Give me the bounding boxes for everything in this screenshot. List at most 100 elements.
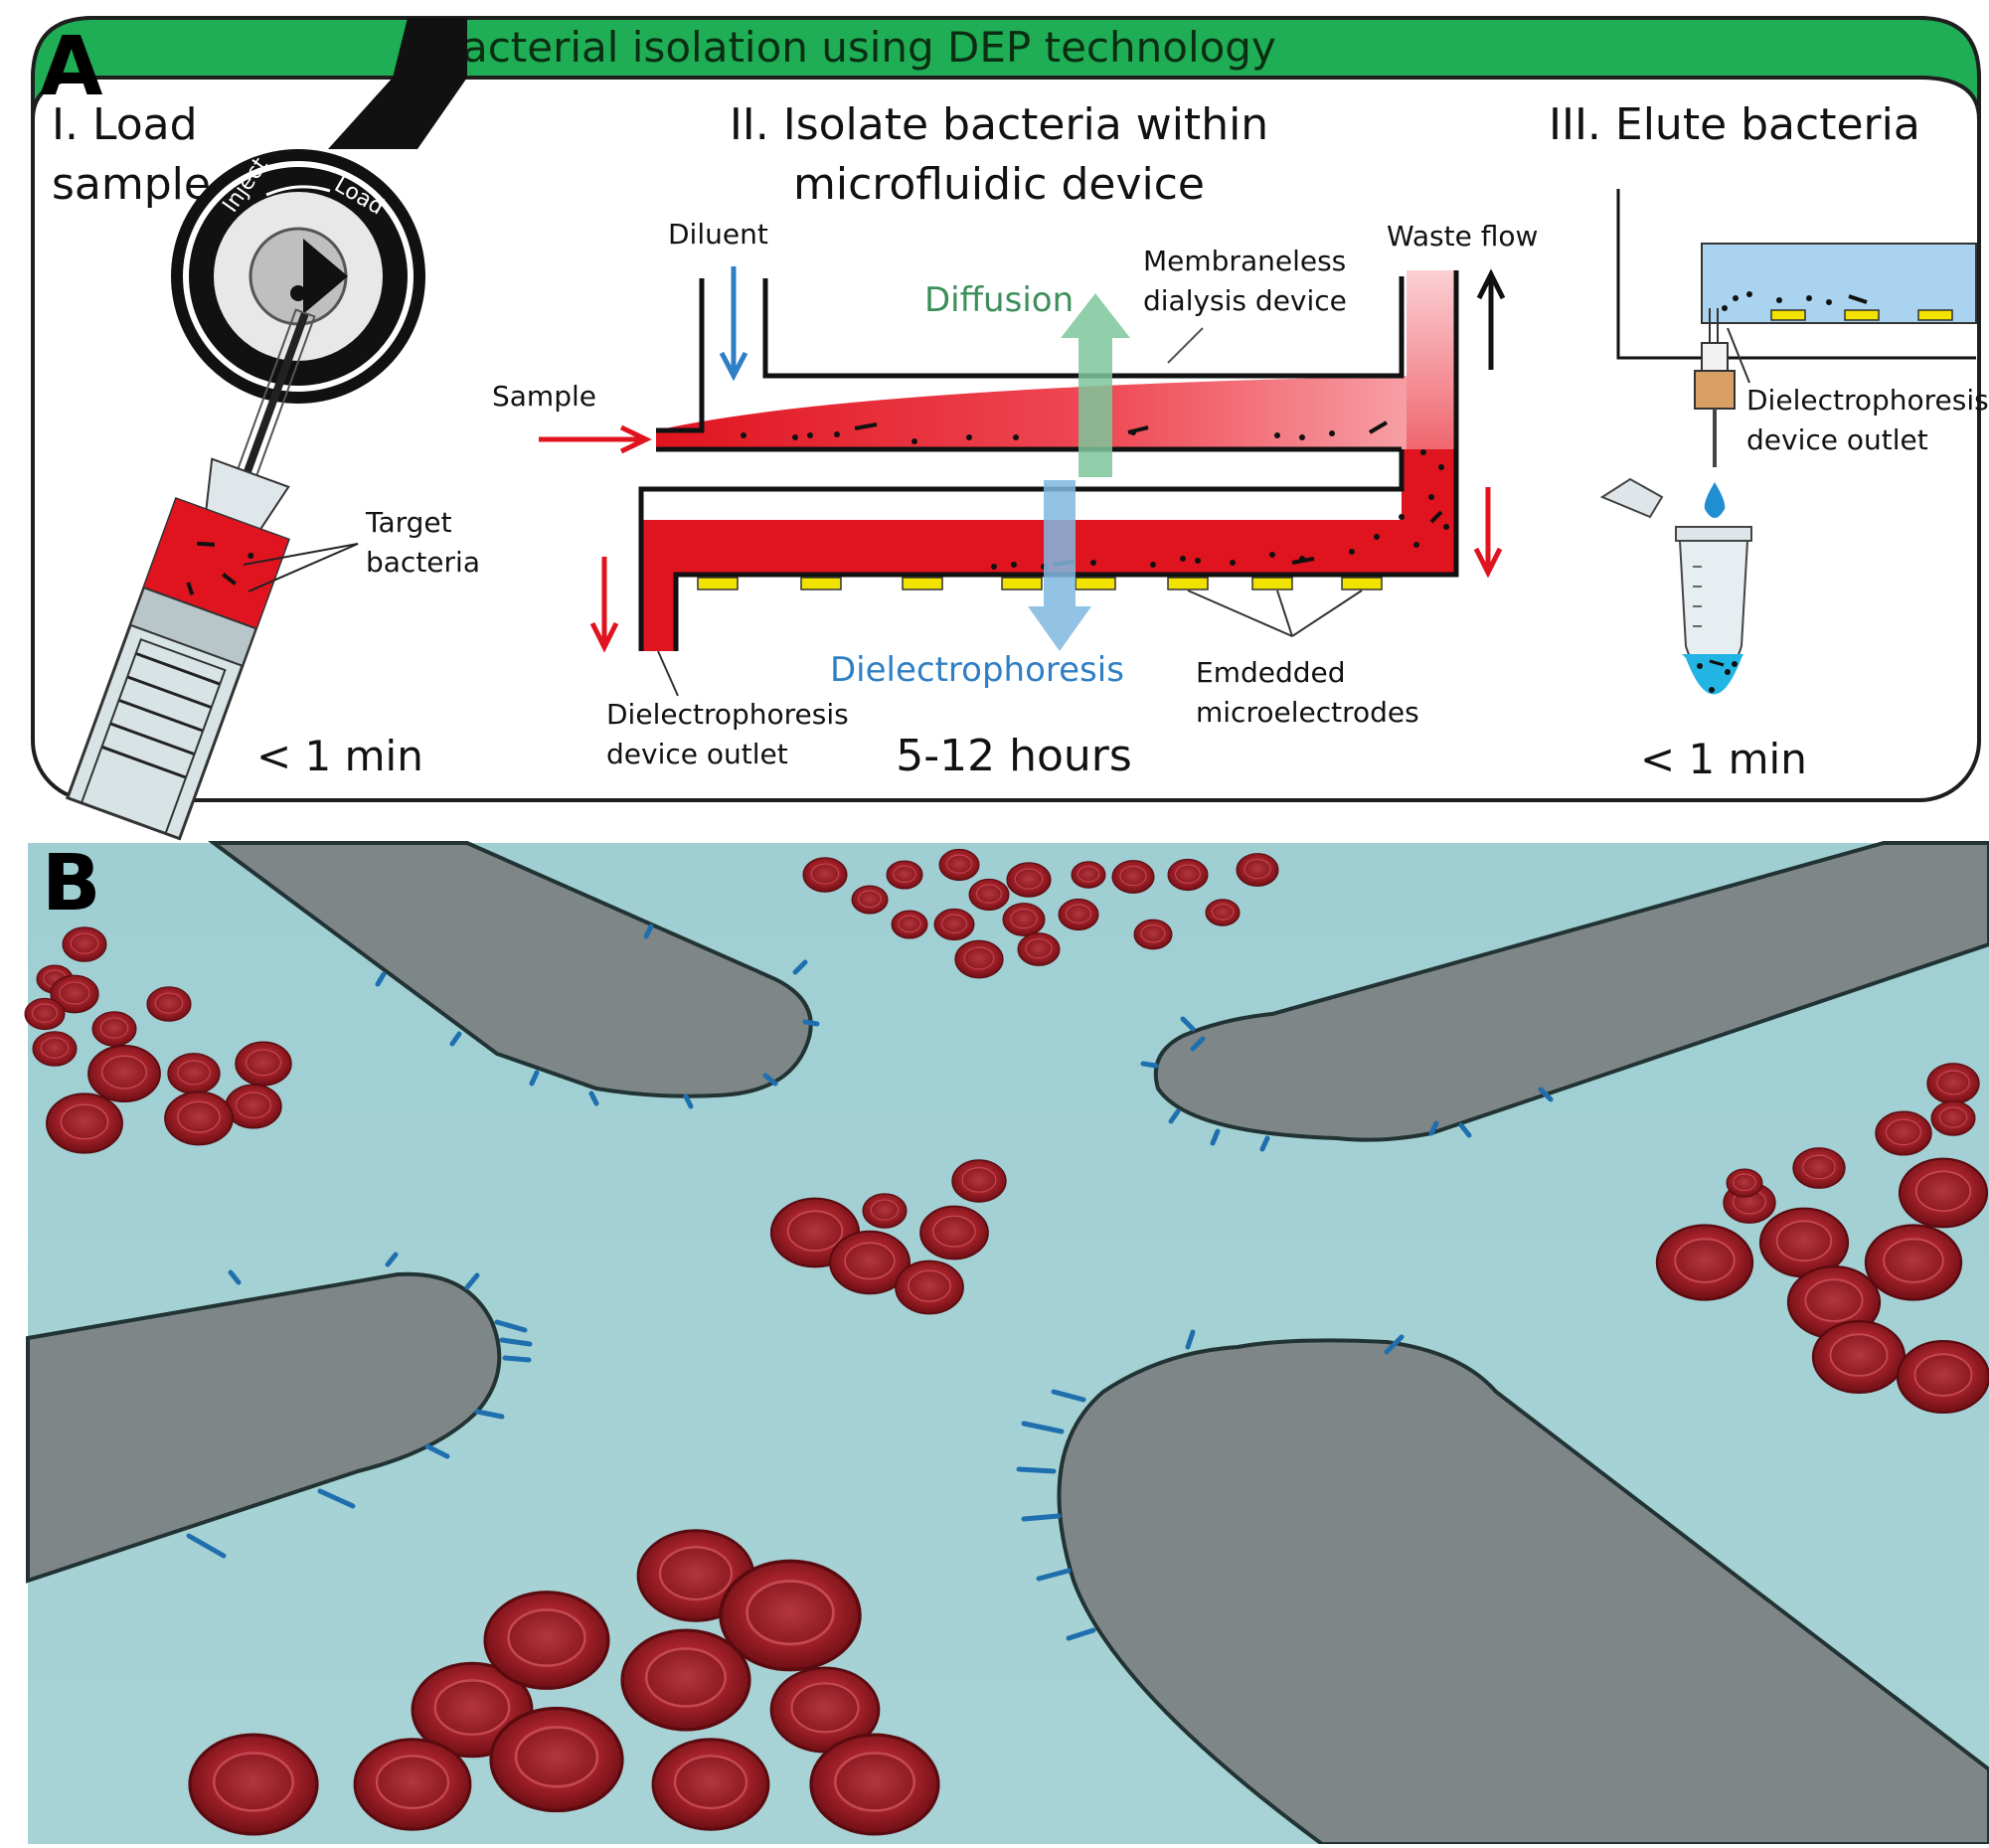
red-blood-cell — [1006, 862, 1052, 898]
embedded-label-line1: Emdedded — [1196, 656, 1346, 689]
panel-a-letter: A — [40, 20, 103, 114]
outlet3-label-line2: device outlet — [1746, 423, 1928, 456]
red-blood-cell — [164, 1091, 234, 1146]
red-blood-cell — [62, 926, 107, 962]
red-blood-cell — [1205, 899, 1241, 926]
red-blood-cell — [91, 1011, 137, 1047]
red-blood-cell — [769, 1666, 881, 1754]
red-blood-cell — [32, 1031, 78, 1067]
sample-label: Sample — [492, 380, 596, 413]
red-blood-cell — [1896, 1339, 1989, 1415]
membraneless-label: Membraneless — [1143, 245, 1346, 277]
red-blood-cells — [24, 848, 1989, 1836]
red-blood-cell — [1792, 1147, 1846, 1189]
step2-title-line1: II. Isolate bacteria within — [730, 99, 1268, 150]
panel-a: Bacterial isolation using DEP technology… — [31, 16, 1989, 841]
red-blood-cell — [50, 974, 99, 1014]
red-blood-cell — [167, 1053, 221, 1094]
red-blood-cell — [1758, 1207, 1850, 1278]
red-blood-cell — [938, 848, 980, 882]
diffusion-label: Diffusion — [924, 280, 1074, 320]
red-blood-cell — [483, 1591, 610, 1690]
step3-title: III. Elute bacteria — [1549, 99, 1920, 150]
red-blood-cell — [829, 1230, 911, 1295]
lower-channel-fluid — [641, 520, 1456, 651]
injection-valve: Inject Load — [171, 149, 425, 404]
pump-arm — [328, 78, 467, 149]
panel-b-letter: B — [42, 839, 100, 928]
red-blood-cell — [809, 1733, 940, 1836]
outlet-label-line1: Dielectrophoresis — [606, 698, 849, 731]
red-blood-cell — [1926, 1063, 1980, 1104]
target-label: Target — [365, 506, 452, 539]
red-blood-cell — [1058, 898, 1099, 931]
time-step3: < 1 min — [1640, 735, 1807, 783]
electrode-top-left — [207, 841, 813, 1098]
red-blood-cell — [46, 1092, 123, 1154]
collection-tube — [1599, 477, 1752, 695]
step2-title-line2: microfluidic device — [793, 159, 1205, 210]
red-blood-cell — [1167, 858, 1209, 892]
red-blood-cell — [1875, 1110, 1932, 1156]
red-blood-cell — [1071, 861, 1106, 889]
step1-title-line2: sample — [52, 159, 211, 210]
capture-antibodies — [186, 924, 1554, 1641]
outlet-label-line2: device outlet — [606, 738, 788, 770]
red-blood-cell — [24, 997, 66, 1031]
red-blood-cell — [235, 1041, 292, 1087]
red-blood-cell — [489, 1706, 624, 1813]
syringe-sample — [143, 498, 289, 629]
red-blood-cell — [891, 910, 928, 939]
red-blood-cell — [1726, 1168, 1763, 1198]
red-blood-cell — [933, 908, 975, 941]
panel-b: B — [24, 839, 1989, 1846]
dep-arrow — [1028, 480, 1091, 651]
red-blood-cell — [719, 1559, 862, 1672]
red-blood-cell — [951, 1159, 1007, 1203]
dielectrophoresis-label: Dielectrophoresis — [830, 650, 1124, 690]
red-blood-cell — [1111, 860, 1155, 894]
red-blood-cell — [353, 1738, 472, 1831]
elution-setup — [1599, 189, 1977, 695]
red-blood-cell — [919, 1205, 989, 1260]
red-blood-cell — [146, 986, 192, 1022]
banner — [31, 16, 1981, 120]
pump-arm-upper — [393, 18, 467, 78]
red-blood-cell — [802, 857, 848, 893]
banner-title: Bacterial isolation using DEP technology — [433, 23, 1276, 72]
syringe — [65, 308, 316, 841]
upper-channel-fluid — [656, 376, 1411, 449]
red-blood-cell — [1811, 1319, 1906, 1395]
eluate-drop — [1704, 482, 1726, 518]
embedded-label-line2: microelectrodes — [1196, 696, 1419, 729]
red-blood-cell — [895, 1260, 964, 1315]
red-blood-cell — [87, 1045, 161, 1102]
diffusion-arrow — [1061, 293, 1130, 477]
dialysis-device-label: dialysis device — [1143, 284, 1347, 317]
time-step2: 5-12 hours — [896, 731, 1132, 781]
time-step1: < 1 min — [256, 732, 423, 780]
bacteria-label: bacteria — [366, 546, 480, 579]
red-blood-cell — [1898, 1157, 1989, 1229]
red-blood-cell — [1002, 903, 1046, 936]
electrode-bottom-right — [1057, 1338, 1989, 1846]
red-blood-cell — [954, 939, 1004, 979]
red-blood-cell — [225, 1084, 282, 1129]
step1-title-line1: I. Load — [52, 99, 198, 150]
red-blood-cell — [188, 1733, 319, 1836]
red-blood-cell — [1017, 932, 1061, 966]
red-blood-cell — [968, 878, 1010, 912]
red-blood-cell — [620, 1628, 751, 1732]
diluent-label: Diluent — [668, 218, 768, 251]
red-blood-cell — [886, 860, 923, 890]
waste-flow-label: Waste flow — [1387, 220, 1538, 252]
electrode-bottom-left — [26, 1271, 502, 1584]
red-blood-cell — [1930, 1100, 1976, 1136]
red-blood-cell — [1133, 919, 1173, 950]
red-blood-cell — [1236, 853, 1279, 887]
red-blood-cell — [651, 1738, 770, 1831]
red-blood-cell — [851, 885, 889, 915]
microfluidic-device — [539, 266, 1506, 697]
red-blood-cell — [862, 1193, 908, 1229]
